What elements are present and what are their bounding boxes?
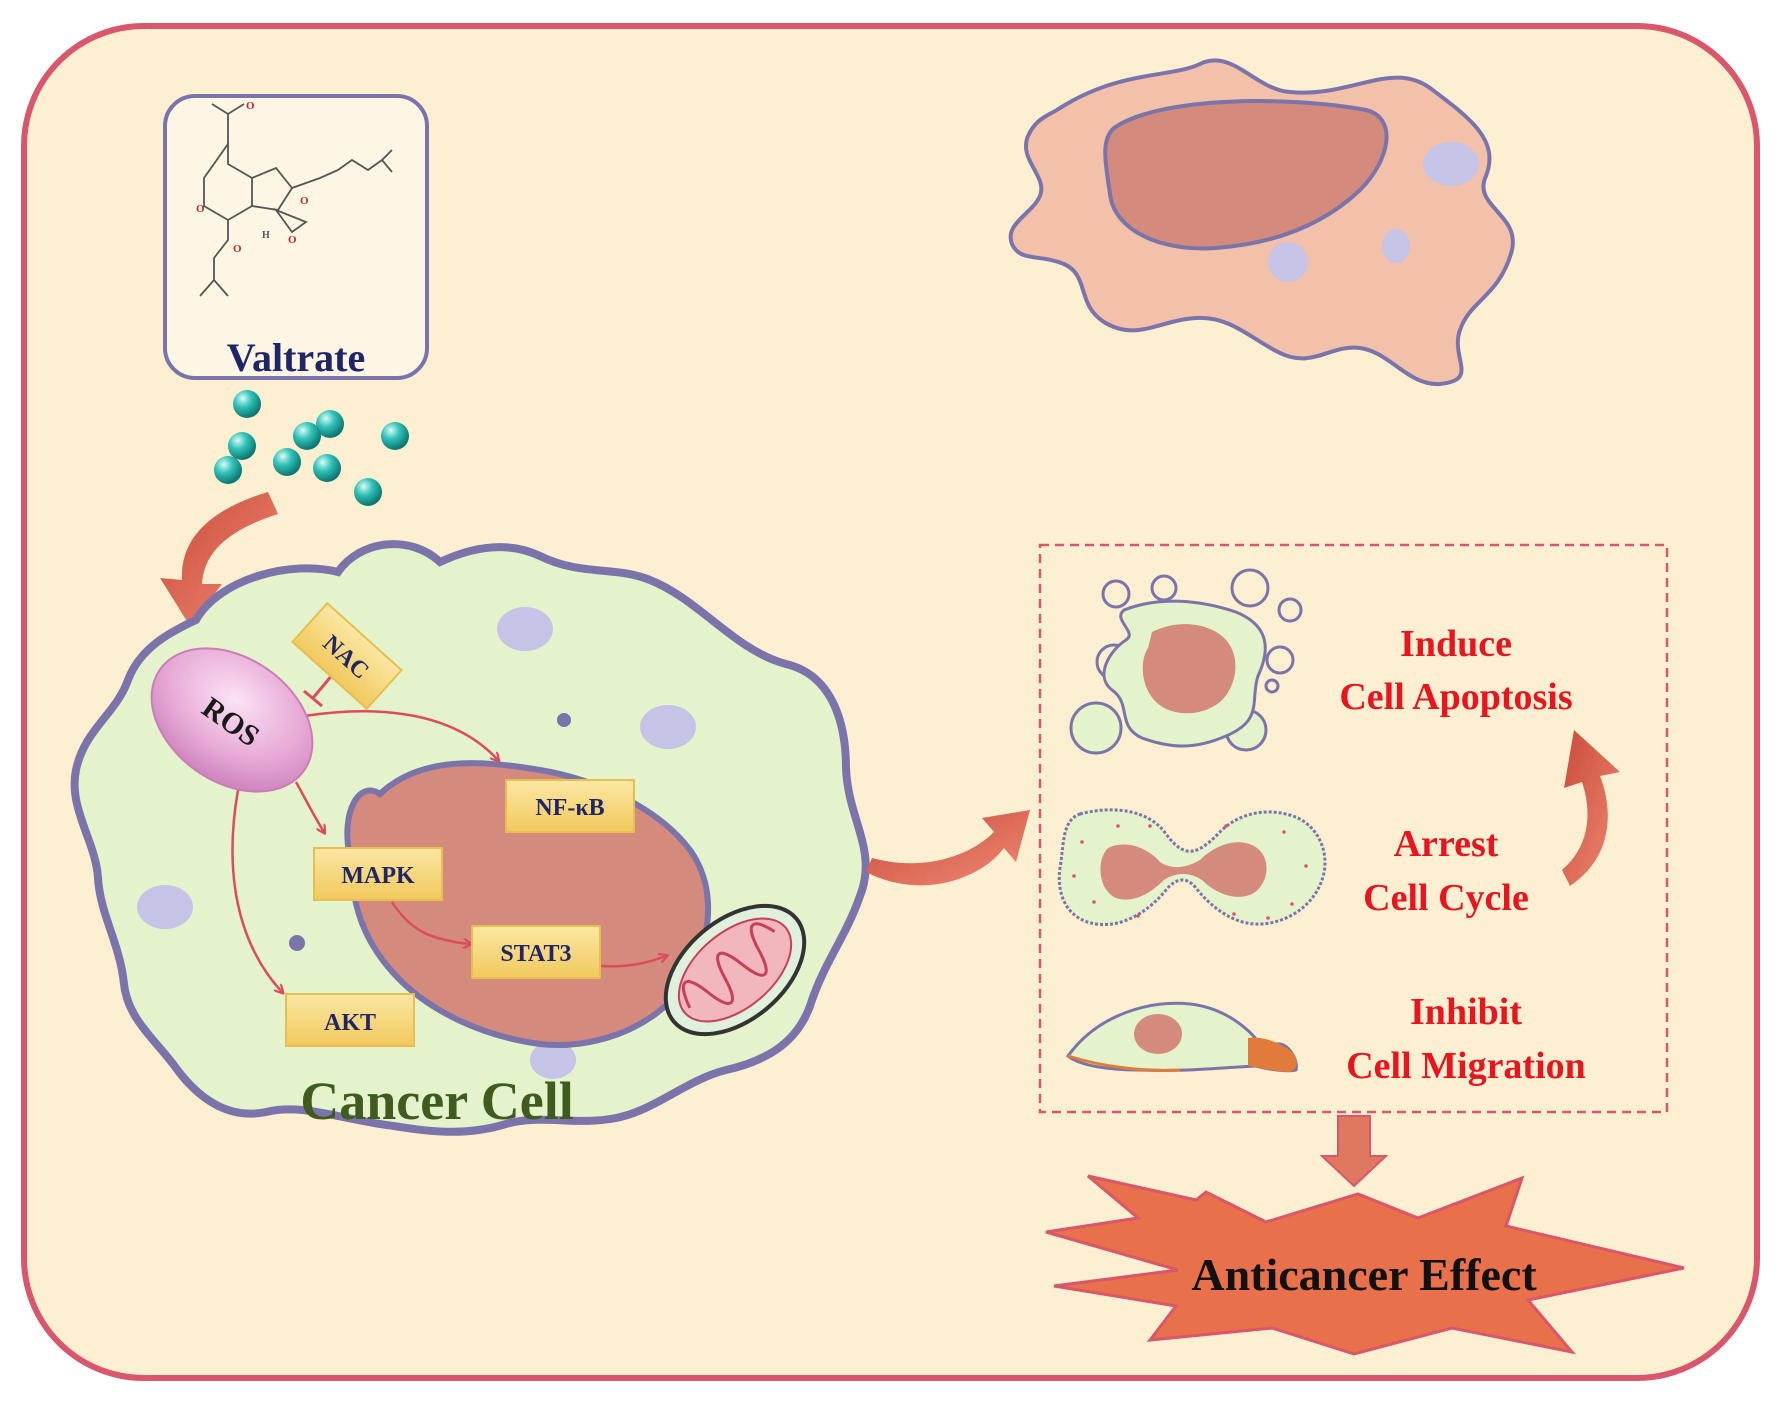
outcome-label: Anticancer Effect [1191,1249,1537,1300]
cell-vesicle [640,705,696,749]
effect-cycle-line2: Cell Cycle [1363,877,1529,919]
teal-sphere-icon [316,410,344,438]
arrow-ros-mapk [294,781,324,832]
down-arrow [1319,1115,1389,1188]
stat3-label: STAT3 [500,941,571,967]
akt-node: AKT [285,993,415,1047]
nfkb-node: NF-κB [505,779,635,833]
teal-sphere-icon [293,422,321,450]
cell-division-icon [1057,808,1327,927]
cancer-cell-label: Cancer Cell [300,1071,573,1131]
effect-migration-line1: Inhibit [1410,991,1522,1033]
teal-sphere-icon [228,432,256,460]
cell-vesicle [497,607,553,651]
cell-granule [557,713,571,727]
mapk-box [313,847,443,901]
inhibit-nac-ros [303,673,335,708]
arrow-ros-nfkb [303,710,498,760]
teal-sphere-icon [273,448,301,476]
effects-panel [1038,543,1669,1114]
pathway-arrows [231,673,666,992]
cell-vesicle [530,1041,576,1079]
ros-node: ROS [150,647,314,793]
nac-box [291,601,403,711]
effect-cycle-line1: Arrest [1394,823,1499,865]
mapk-node: MAPK [313,847,443,901]
valtrate-structure-icon: O O O O O H [196,100,393,297]
svg-text:O: O [246,100,255,112]
compound-name: Valtrate [227,335,365,380]
teal-sphere-icon [313,454,341,482]
mitochondrion-icon [663,903,807,1037]
normal-cell-nucleus [1103,99,1389,251]
arrow-ros-akt [231,789,282,992]
teal-sphere-icon [381,422,409,450]
entry-arrow [160,492,278,626]
teal-sphere-icon [354,478,382,506]
svg-text:O: O [300,195,309,207]
akt-box [285,993,415,1047]
svg-text:H: H [262,230,270,241]
svg-text:O: O [233,243,242,255]
cancer-cell-nucleus [344,760,712,1048]
normal-cell-vesicle [1268,242,1308,282]
ros-ellipse [150,647,314,793]
teal-sphere-icon [214,456,242,484]
mapk-label: MAPK [341,863,415,889]
normal-cell-vesicle [1423,142,1479,186]
akt-label: AKT [324,1010,376,1036]
starburst-shape [1045,1174,1685,1356]
svg-text:O: O [288,234,297,246]
cell-granule [289,935,305,951]
nfkb-box [505,779,635,833]
effect-migration-line2: Cell Migration [1346,1045,1586,1087]
molecule-cluster [214,390,409,506]
arrow-mapk-stat3 [390,901,470,944]
stat3-box [471,925,601,979]
normal-cell-vesicle [1382,229,1410,263]
compound-panel: O O O O O H Valtrate [163,94,429,380]
effects-up-arrow [1562,730,1620,886]
svg-text:O: O [196,203,205,215]
teal-sphere-icon [233,390,261,418]
effect-apoptosis-line1: Induce [1400,623,1512,665]
arrow-stat3-mito [599,956,666,968]
normal-cell [1008,58,1515,387]
migrating-cell-icon [1065,1001,1298,1073]
nfkb-label: NF-κB [535,795,604,821]
effects-arrow [866,810,1030,886]
apoptosis-cell-icon [1069,568,1303,755]
effect-apoptosis-line2: Cell Apoptosis [1339,676,1572,718]
cell-vesicle [137,885,193,929]
stat3-node: STAT3 [471,925,601,979]
